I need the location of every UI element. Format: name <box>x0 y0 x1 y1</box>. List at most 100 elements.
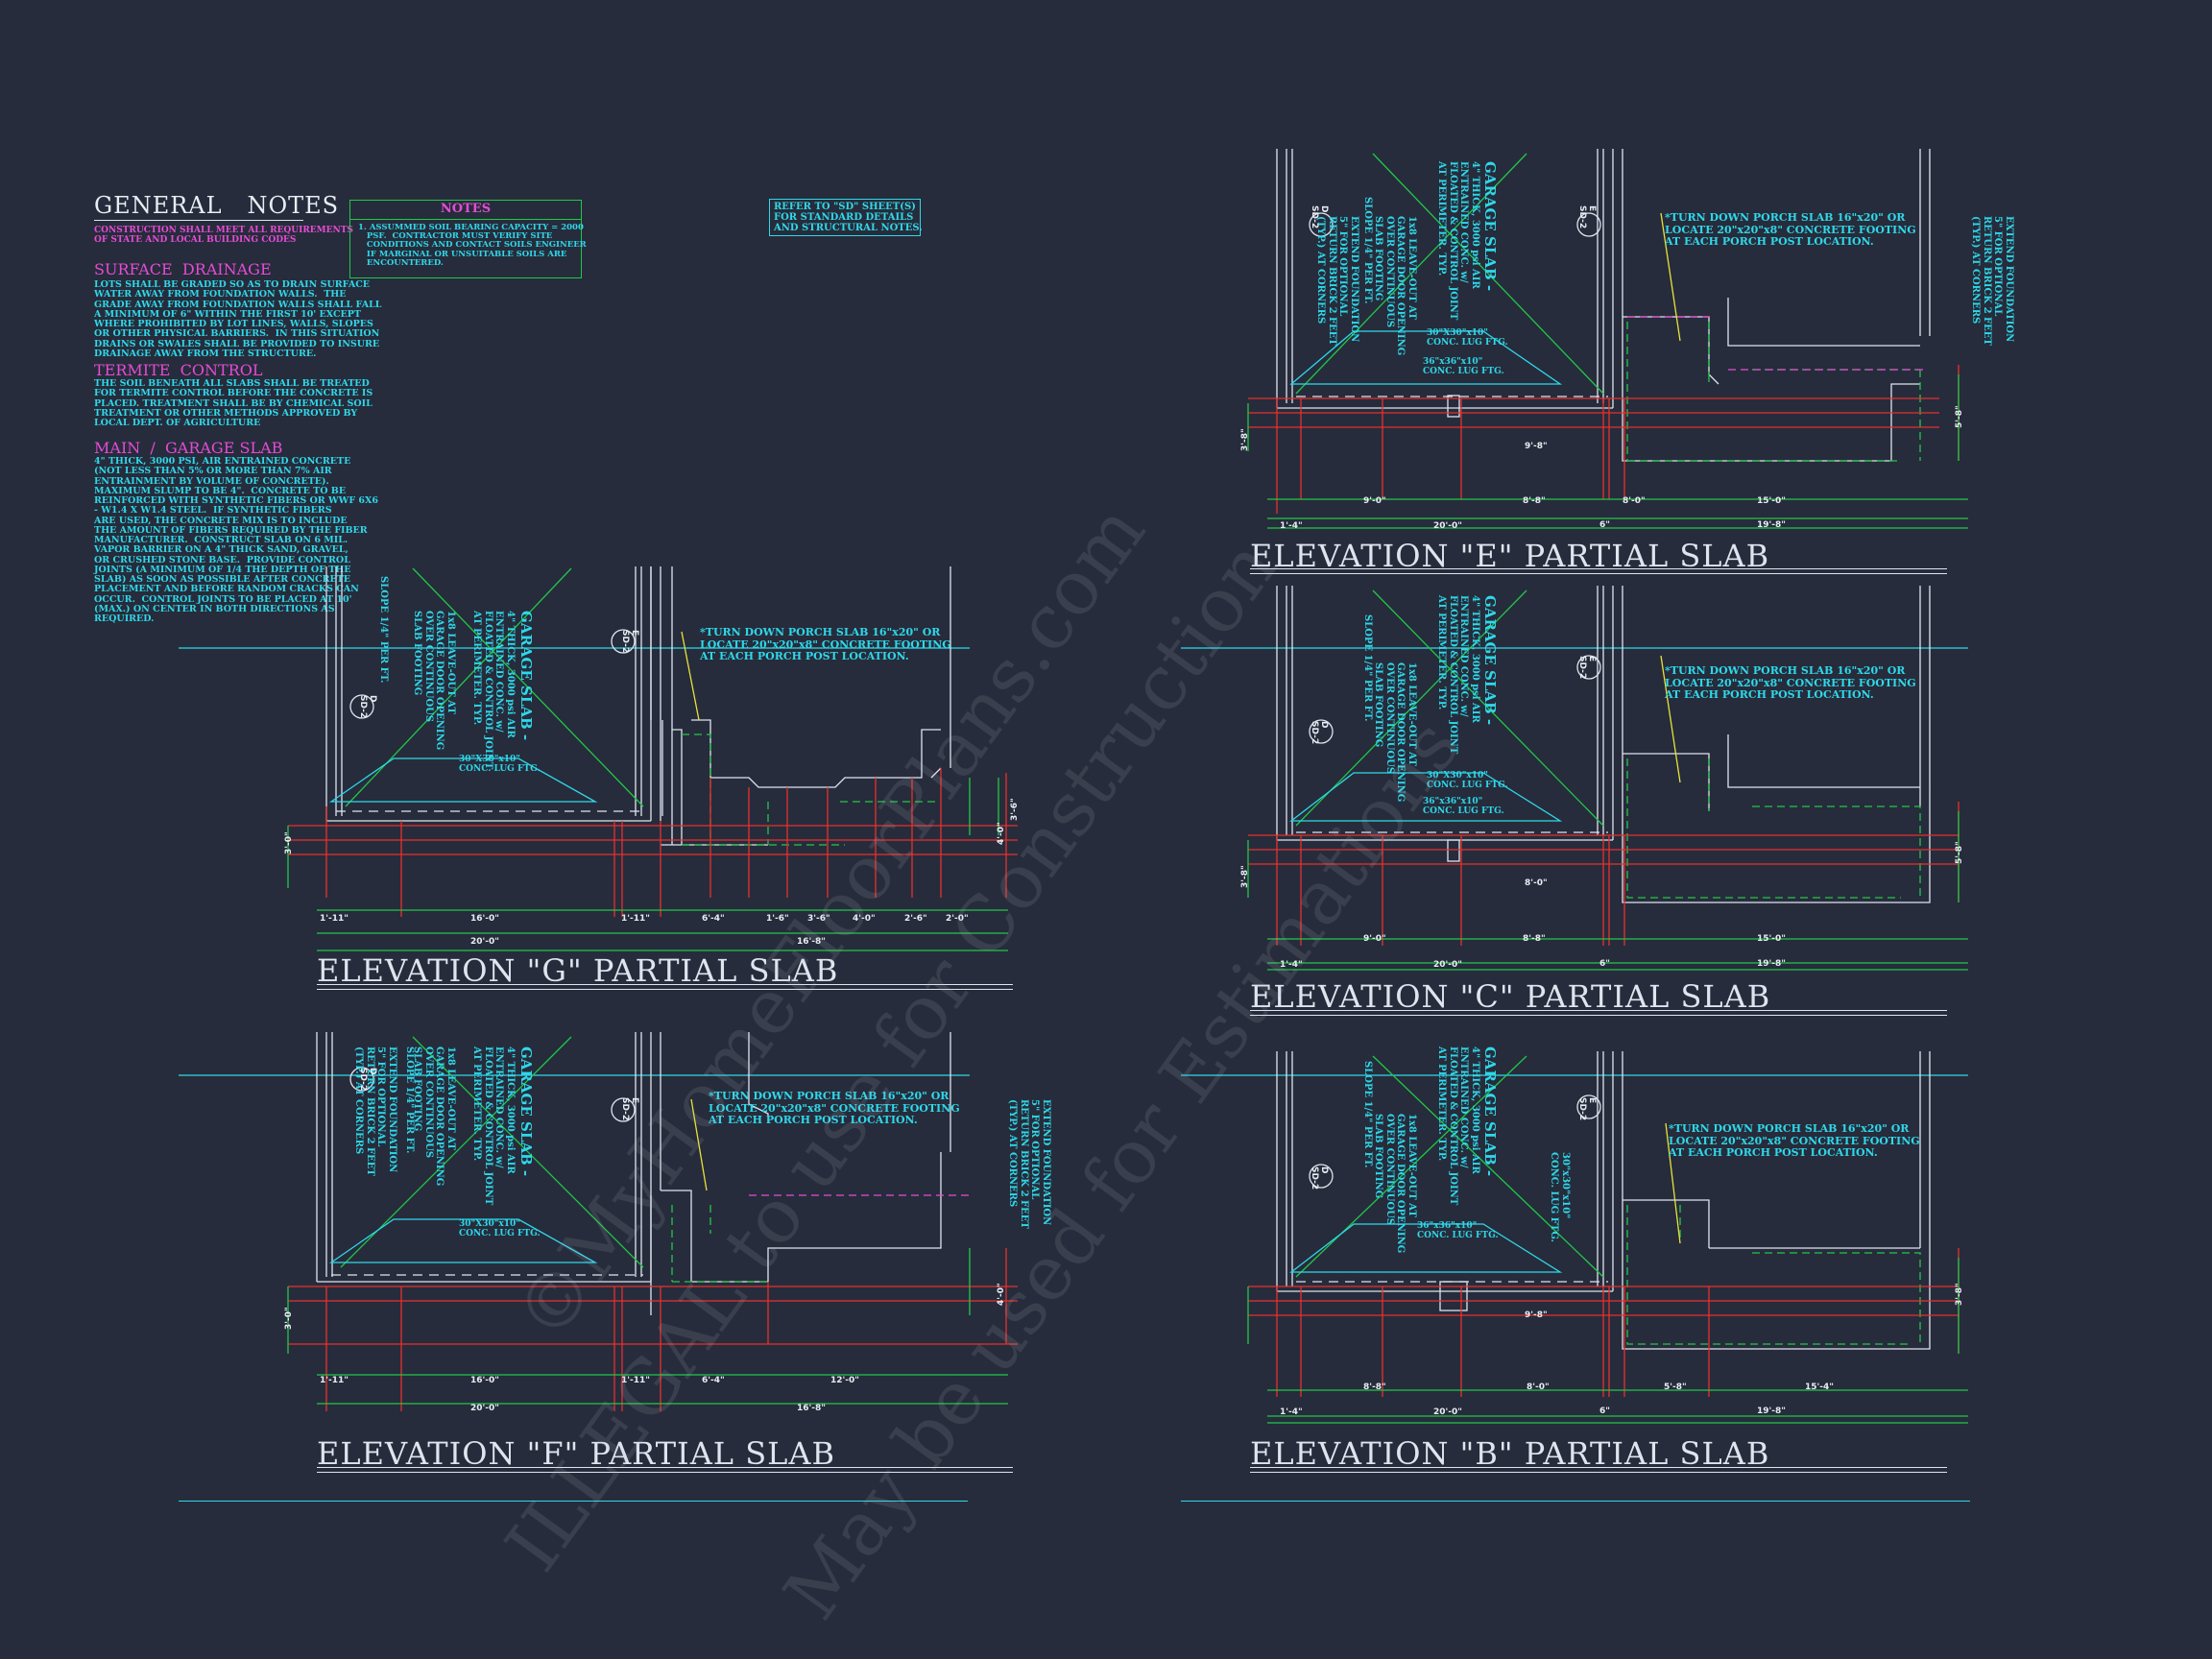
elev-f-title-underline <box>317 1467 1013 1468</box>
elev-c-dim-0: 9'-0" <box>1363 934 1386 944</box>
right-bottom-rule <box>1181 1501 1970 1502</box>
elev-e-garage-slab-desc: 4" THICK, 3000 psi AIR ENTRAINED CONC. w… <box>1436 161 1481 321</box>
elev-c-slope: SLOPE 1/4" PER FT. <box>1362 614 1373 722</box>
elev-g-dim-10: 16'-8" <box>797 937 826 947</box>
elev-c-dim-9: 5'-8" <box>1955 841 1964 864</box>
elev-g-tag-e: E SD-2 <box>620 630 639 654</box>
elev-e-leave-out: 1x8 LEAVE-OUT AT GARAGE DOOR OPENING OVE… <box>1373 216 1418 356</box>
elev-g-title-underline <box>317 984 1013 985</box>
elev-e-tag-d: D SD-2 <box>1310 205 1329 229</box>
elev-e-dim-3: 6" <box>1599 520 1610 530</box>
elevation-c-plan <box>1181 586 1968 971</box>
elev-c-porch-callout: *TURN DOWN PORCH SLAB 16"x20" OR LOCATE … <box>1665 664 1916 702</box>
elevation-e-plan <box>1247 149 1968 529</box>
elev-e-title-underline <box>1250 568 1947 569</box>
elev-f-leave-out: 1x8 LEAVE-OUT AT GARAGE DOOR OPENING OVE… <box>412 1046 457 1187</box>
elev-c-title: ELEVATION "C" PARTIAL SLAB <box>1250 978 1771 1015</box>
elev-g-dim-6: 3'-6" <box>807 914 830 924</box>
elev-b-dim-2: 6" <box>1599 1407 1610 1416</box>
elev-e-title-underline-2 <box>1250 573 1947 574</box>
elev-b-garage-slab-desc: 4" THICK, 3000 psi AIR ENTRAINED CONC. w… <box>1436 1046 1481 1206</box>
elev-b-tag-e: E SD-2 <box>1577 1097 1597 1121</box>
notes-box: NOTES 1. ASSUMMED SOIL BEARING CAPACITY … <box>349 200 587 278</box>
termite-control-text: THE SOIL BENEATH ALL SLABS SHALL BE TREA… <box>94 378 373 428</box>
elev-b-dim-3: 20'-0" <box>1433 1407 1462 1417</box>
elev-f-lug: 30"X30"x10" CONC. LUG FTG. <box>459 1219 541 1239</box>
elev-c-lug-36: 36"x36"x10" CONC. LUG FTG. <box>1423 797 1504 817</box>
elev-g-dim-1: 16'-0" <box>470 914 499 924</box>
elev-f-porch-callout: *TURN DOWN PORCH SLAB 16"x20" OR LOCATE … <box>709 1090 960 1127</box>
elev-g-dim-8: 2'-6" <box>904 914 927 924</box>
elev-g-dim-2: 1'-11" <box>621 914 650 924</box>
elev-f-dim-7: 3'-0" <box>284 1307 294 1330</box>
elev-b-title-underline-2 <box>1250 1472 1947 1473</box>
elev-b-lug-36: 36"x36"x10" CONC. LUG FTG. <box>1417 1221 1499 1241</box>
elev-e-dim-6: 19'-8" <box>1757 520 1786 530</box>
elev-g-tag-d: D SD-2 <box>358 695 377 719</box>
elev-b-tag-d: D SD-2 <box>1310 1166 1329 1190</box>
elev-c-dim-6: 1'-4" <box>1280 960 1303 970</box>
elev-g-lug: 30"X30"x10" CONC. LUG FTG. <box>459 755 541 775</box>
elev-c-dim-4: 15'-0" <box>1757 934 1786 944</box>
elev-e-porch-callout: *TURN DOWN PORCH SLAB 16"x20" OR LOCATE … <box>1665 211 1916 249</box>
elev-e-extend-right: EXTEND FOUNDATION 5" FOR OPTIONAL RETURN… <box>1970 216 2015 346</box>
elev-c-dim-1: 8'-8" <box>1523 934 1546 944</box>
elev-f-dim-3: 20'-0" <box>470 1404 499 1413</box>
elev-e-dim-8: 8'-0" <box>1623 496 1646 506</box>
elev-f-dim-4: 6'-4" <box>702 1376 725 1385</box>
elev-c-title-underline <box>1250 1010 1947 1011</box>
elev-e-title: ELEVATION "E" PARTIAL SLAB <box>1250 538 1770 574</box>
elev-c-dim-7: 8'-0" <box>1525 878 1548 888</box>
elev-e-dim-9: 3'-8" <box>1240 428 1250 451</box>
elev-f-dim-1: 16'-0" <box>470 1376 499 1385</box>
elev-g-dim-11: 3'-0" <box>284 831 294 854</box>
elev-c-title-underline-2 <box>1250 1015 1947 1016</box>
elev-c-dim-8: 3'-8" <box>1240 865 1250 888</box>
elev-e-dim-0: 9'-0" <box>1363 496 1386 506</box>
elev-b-title: ELEVATION "B" PARTIAL SLAB <box>1250 1435 1770 1472</box>
elev-b-dim-8: 8'-0" <box>1527 1382 1550 1392</box>
slab-title: MAIN / GARAGE SLAB <box>94 439 283 457</box>
elev-b-dim-1: 9'-8" <box>1525 1310 1548 1320</box>
elev-b-title-underline <box>1250 1467 1947 1468</box>
elev-e-lug-30: 30"X30"x10" CONC. LUG FTG. <box>1427 328 1508 349</box>
elev-c-tag-e: E SD-2 <box>1577 656 1597 680</box>
elevation-g-plan <box>179 566 1018 951</box>
elev-b-dim-4: 5'-8" <box>1664 1382 1687 1392</box>
elev-b-dim-5: 15'-4" <box>1805 1382 1834 1392</box>
elev-c-dim-3: 20'-0" <box>1433 960 1462 970</box>
elev-g-garage-slab-desc: 4" THICK, 3000 psi AIR ENTRAINED CONC. w… <box>471 611 517 770</box>
elevation-f-plan <box>179 1032 1018 1411</box>
elev-g-leave-out: 1x8 LEAVE-OUT AT GARAGE DOOR OPENING OVE… <box>412 611 457 751</box>
elev-c-dim-5: 19'-8" <box>1757 959 1786 969</box>
elev-g-porch-callout: *TURN DOWN PORCH SLAB 16"x20" OR LOCATE … <box>700 626 951 663</box>
elev-b-dim-6: 19'-8" <box>1757 1407 1786 1416</box>
elev-c-lug-30: 30"X30"x10" CONC. LUG FTG. <box>1427 771 1508 791</box>
elev-e-lug-36: 36"x36"x10" CONC. LUG FTG. <box>1423 357 1504 377</box>
elev-b-lug-30v: 30"x30"x10" CONC. LUG FTG. <box>1549 1152 1572 1242</box>
refer-box: REFER TO "SD" SHEET(S) FOR STANDARD DETA… <box>769 199 923 236</box>
elev-c-dim-2: 6" <box>1599 959 1610 969</box>
refer-box-text: REFER TO "SD" SHEET(S) FOR STANDARD DETA… <box>774 202 923 233</box>
elev-g-dim-0: 1'-11" <box>320 914 349 924</box>
elev-g-dim-7: 4'-0" <box>853 914 876 924</box>
elev-e-dim-2: 8'-8" <box>1523 496 1546 506</box>
elev-g-title-underline-2 <box>317 989 1013 990</box>
elevation-b-plan <box>1181 1051 1968 1424</box>
elev-f-title: ELEVATION "F" PARTIAL SLAB <box>317 1435 836 1472</box>
elev-b-dim-7: 1'-4" <box>1280 1407 1303 1417</box>
elev-f-garage-slab-title: GARAGE SLAB - <box>517 1046 535 1177</box>
general-notes-underline <box>94 220 303 221</box>
elev-g-dim-5: 1'-6" <box>766 914 789 924</box>
elev-f-dim-6: 12'-0" <box>830 1376 859 1385</box>
elev-g-dim-9: 2'-0" <box>946 914 969 924</box>
elev-f-dim-0: 1'-11" <box>320 1376 349 1385</box>
elev-f-tag-d: D SD-2 <box>358 1068 377 1092</box>
general-notes-title: GENERAL NOTES <box>94 192 340 219</box>
elev-g-title: ELEVATION "G" PARTIAL SLAB <box>317 952 839 989</box>
elev-f-garage-slab-desc: 4" THICK, 3000 psi AIR ENTRAINED CONC. w… <box>471 1046 517 1206</box>
elev-g-dim-4: 6'-4" <box>702 914 725 924</box>
surface-drainage-title: SURFACE DRAINAGE <box>94 260 272 278</box>
elev-b-porch-callout: *TURN DOWN PORCH SLAB 16"x20" OR LOCATE … <box>1669 1122 1920 1160</box>
termite-control-title: TERMITE CONTROL <box>94 361 263 379</box>
